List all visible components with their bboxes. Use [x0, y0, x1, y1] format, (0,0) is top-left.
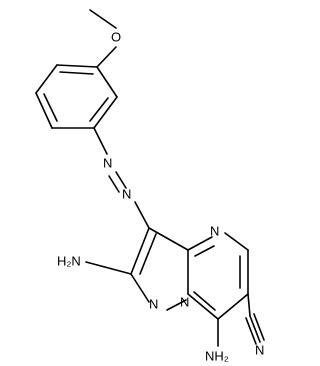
- core-bond-n4-c5: [224, 232, 249, 251]
- nitrile-triple-bond-a: [249, 315, 261, 343]
- nitrile-nitrogen-label: N: [255, 342, 264, 357]
- methoxy-oxygen-label: O: [111, 29, 121, 44]
- amino-group-label-left: H₂N: [57, 253, 81, 268]
- nitrile-triple-bond-c: [253, 313, 265, 341]
- phenyl-bond-1-inner: [59, 71, 94, 75]
- nitrile-triple-bond-b: [245, 317, 257, 345]
- phenyl-bond-2: [35, 64, 58, 94]
- phenyl-bond-6: [96, 66, 118, 98]
- phenyl-bond-1: [56, 64, 98, 68]
- methoxyphenyl-ring: [35, 64, 118, 129]
- c6-nitrile-bond: [247, 293, 251, 317]
- azo-to-pyrazole-bond: [134, 201, 150, 229]
- pyrimidine-nitrogen-label: N: [210, 223, 219, 238]
- phenyl-bond-3-inner: [43, 93, 58, 122]
- core-bond-c3a-n4: [187, 236, 213, 251]
- azo-double-bond-outer: [115, 171, 127, 189]
- core-bond-n1-n7a: [166, 299, 187, 311]
- chemical-structure-diagram: O N N N N N H₂N NH₂ N: [35, 9, 265, 363]
- pyrazole-nitrogen-label: N: [149, 296, 158, 311]
- core-bond-c6-c7: [217, 293, 249, 320]
- structure-canvas: O N N N N N H₂N NH₂ N: [35, 9, 265, 364]
- phenyl-bond-5: [93, 96, 118, 129]
- phenyl-bond-5-inner: [89, 97, 109, 122]
- bridgehead-nitrogen-label: N: [180, 294, 189, 309]
- c2-amino-bond: [85, 261, 132, 275]
- core-bond-c3-c2-inner: [139, 233, 157, 275]
- aryl-to-azo-bond: [93, 127, 108, 155]
- methyl-to-oxygen-bond: [89, 9, 117, 29]
- core-bond-c2-n1: [130, 273, 150, 303]
- azo-double-bond-inner: [108, 175, 120, 193]
- core-bond-c3a-n4-inner: [194, 245, 215, 257]
- substituent-bonds: [85, 261, 265, 347]
- pyrazolopyrimidine-core: [130, 227, 249, 320]
- methoxy-group: [89, 9, 117, 68]
- azo-nitrogen-label-2: N: [122, 186, 131, 201]
- phenyl-bond-3: [35, 92, 53, 129]
- amino-group-label-bottom: NH₂: [205, 348, 229, 363]
- azo-nitrogen-label-1: N: [103, 155, 112, 170]
- core-bond-c7-n7a: [187, 293, 219, 320]
- azo-linkage: [93, 127, 150, 229]
- core-bond-c3-c3a: [148, 227, 189, 251]
- core-bond-c3-c2: [130, 227, 150, 275]
- atom-labels: O N N N N N H₂N NH₂ N: [57, 29, 264, 363]
- core-bond-c7-n7a-inner: [193, 291, 216, 311]
- oxygen-to-ring-bond: [96, 46, 117, 68]
